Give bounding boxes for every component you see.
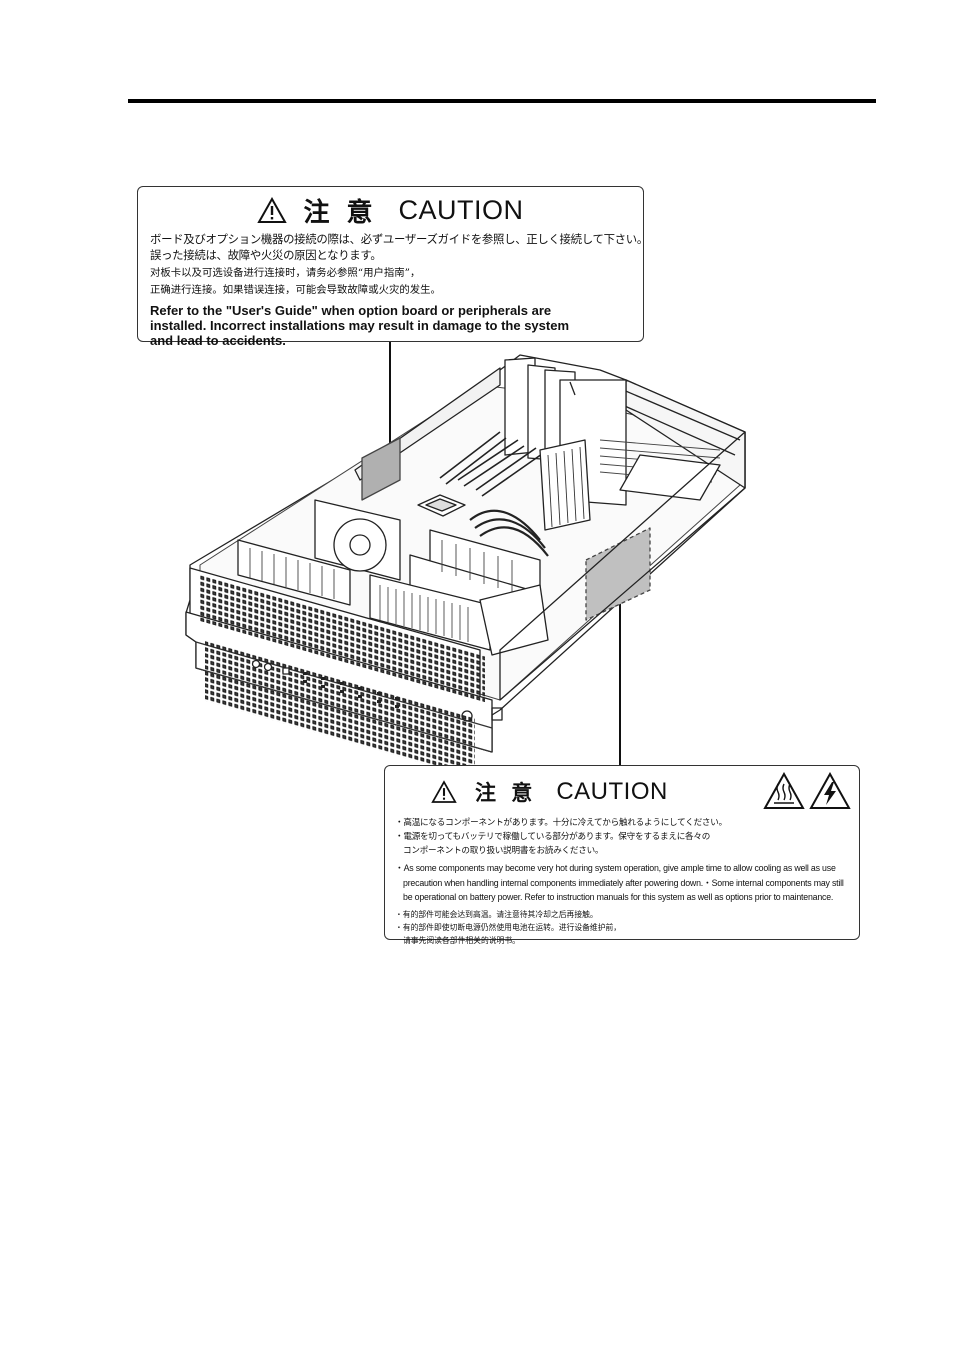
hot-surface-icon [763, 772, 805, 809]
caution-heading-en: CAUTION [398, 194, 524, 225]
caution-heading-jp: 注 意 [475, 781, 537, 805]
caution-jp-line: ・高温になるコンポーネントがあります。十分に冷えてから触れるようにしてください。 [395, 818, 727, 828]
caution-en-line: precaution when handling internal compon… [403, 877, 844, 888]
caution-cn-line: 正确进行连接。如果错误连接，可能会导致故障或火灾的发生。 [150, 284, 441, 296]
caution-cn-line: 请事先阅读各部件相关的说明书。 [403, 935, 520, 945]
caution-en-line: ・As some components may become very hot … [395, 863, 836, 873]
caution-jp-line: 誤った接続は、故障や火災の原因となります。 [150, 248, 382, 262]
caution-label-option-board: 注 意 CAUTION ボード及びオプション機器の接続の際は、必ずユーザーズガイ… [137, 186, 648, 348]
caution-label-hot-components: 注 意 CAUTION ・高温になるコンポーネントがあります。十分に冷えてから触… [384, 765, 860, 945]
caution-heading-en: CAUTION [556, 778, 668, 805]
caution-heading-jp: 注 意 [303, 197, 377, 228]
caution-en-line: Refer to the "User's Guide" when option … [150, 303, 552, 318]
electric-shock-icon [809, 772, 851, 809]
warning-triangle-icon [431, 780, 457, 803]
caution-jp-line: ・電源を切ってもバッテリで稼働している部分があります。保守をするまえに各々の [395, 832, 711, 842]
caution-jp-line: ボード及びオプション機器の接続の際は、必ずユーザーズガイドを参照し、正しく接続し… [150, 232, 648, 246]
caution-cn-line: ・有的部件即使切断电源仍然使用电池在运转。进行设备维护前， [395, 922, 622, 932]
caution-heading: 注 意 CAUTION [395, 772, 849, 812]
caution-cn-line: 对板卡以及可选设备进行连接时，请务必参照“用户指南”， [150, 267, 421, 279]
caution-en-line: and lead to accidents. [150, 333, 286, 348]
caution-heading: 注 意 CAUTION [150, 193, 631, 228]
header-rule [128, 99, 876, 103]
caution-jp-line: コンポーネントの取り扱い説明書をお読みください。 [403, 846, 604, 856]
caution-en-line: be operational on battery power. Refer t… [403, 892, 834, 902]
warning-triangle-icon [257, 196, 288, 223]
caution-en-line: installed. Incorrect installations may r… [150, 318, 570, 333]
caution-cn-line: ・有的部件可能会达到高温。请注意待其冷却之后再接触。 [395, 909, 598, 919]
